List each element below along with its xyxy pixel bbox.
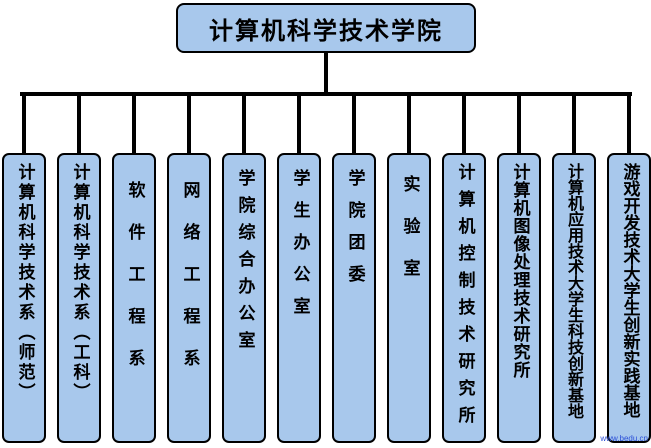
- dept-node-label: 实验室: [399, 175, 420, 301]
- dept-node-control-institute: 计算机控制技术研究所: [442, 153, 486, 443]
- branch-connector: [352, 94, 356, 154]
- branch-connector: [132, 94, 136, 154]
- dept-node-game-practice-base: 游戏开发技术大学生创新实践基地: [607, 153, 651, 443]
- dept-node-app-innovation-base: 计算机应用技术大学生科技创新基地: [552, 153, 596, 443]
- dept-node-youth-league: 学院团委: [332, 153, 376, 443]
- dept-node-general-office: 学院综合办公室: [222, 153, 266, 443]
- dept-node-label: 计算机科学技术系（工科）: [69, 163, 90, 403]
- dept-node-laboratory: 实验室: [387, 153, 431, 443]
- branch-connector: [407, 94, 411, 154]
- dept-node-label: 学院团委: [344, 169, 365, 297]
- dept-node-software-engineering: 软件工程系: [112, 153, 156, 443]
- branch-connector: [627, 94, 631, 154]
- branch-connector: [297, 94, 301, 154]
- dept-node-cs-normal: 计算机科学技术系（师范）: [2, 153, 46, 443]
- dept-node-image-institute: 计算机图像处理技术研究所: [497, 153, 541, 443]
- branch-connector: [462, 94, 466, 154]
- root-node-label: 计算机科学技术学院: [209, 16, 443, 45]
- dept-node-label: 计算机控制技术研究所: [454, 163, 475, 433]
- dept-node-label: 学生办公室: [289, 169, 310, 329]
- dept-node-label: 计算机科学技术系（师范）: [14, 163, 35, 403]
- trunk-connector: [324, 53, 328, 95]
- dept-node-label: 学院综合办公室: [234, 169, 255, 358]
- branch-connector: [517, 94, 521, 154]
- watermark-text: www.bedu.cn: [600, 434, 648, 443]
- dept-node-label: 游戏开发技术大学生创新实践基地: [619, 163, 640, 418]
- dept-node-student-office: 学生办公室: [277, 153, 321, 443]
- branch-connector: [242, 94, 246, 154]
- dept-node-network-engineering: 网络工程系: [167, 153, 211, 443]
- dept-node-label: 计算机图像处理技术研究所: [509, 163, 530, 379]
- dept-node-label: 计算机应用技术大学生科技创新基地: [565, 163, 584, 419]
- branch-connector: [77, 94, 81, 154]
- dept-node-label: 软件工程系: [124, 181, 145, 391]
- branch-connector: [22, 94, 26, 154]
- branch-connector: [187, 94, 191, 154]
- root-node-college: 计算机科学技术学院: [176, 3, 476, 53]
- dept-node-cs-engineering: 计算机科学技术系（工科）: [57, 153, 101, 443]
- dept-node-label: 网络工程系: [179, 181, 200, 391]
- branch-connector: [572, 94, 576, 154]
- horizontal-bus-connector: [20, 92, 632, 96]
